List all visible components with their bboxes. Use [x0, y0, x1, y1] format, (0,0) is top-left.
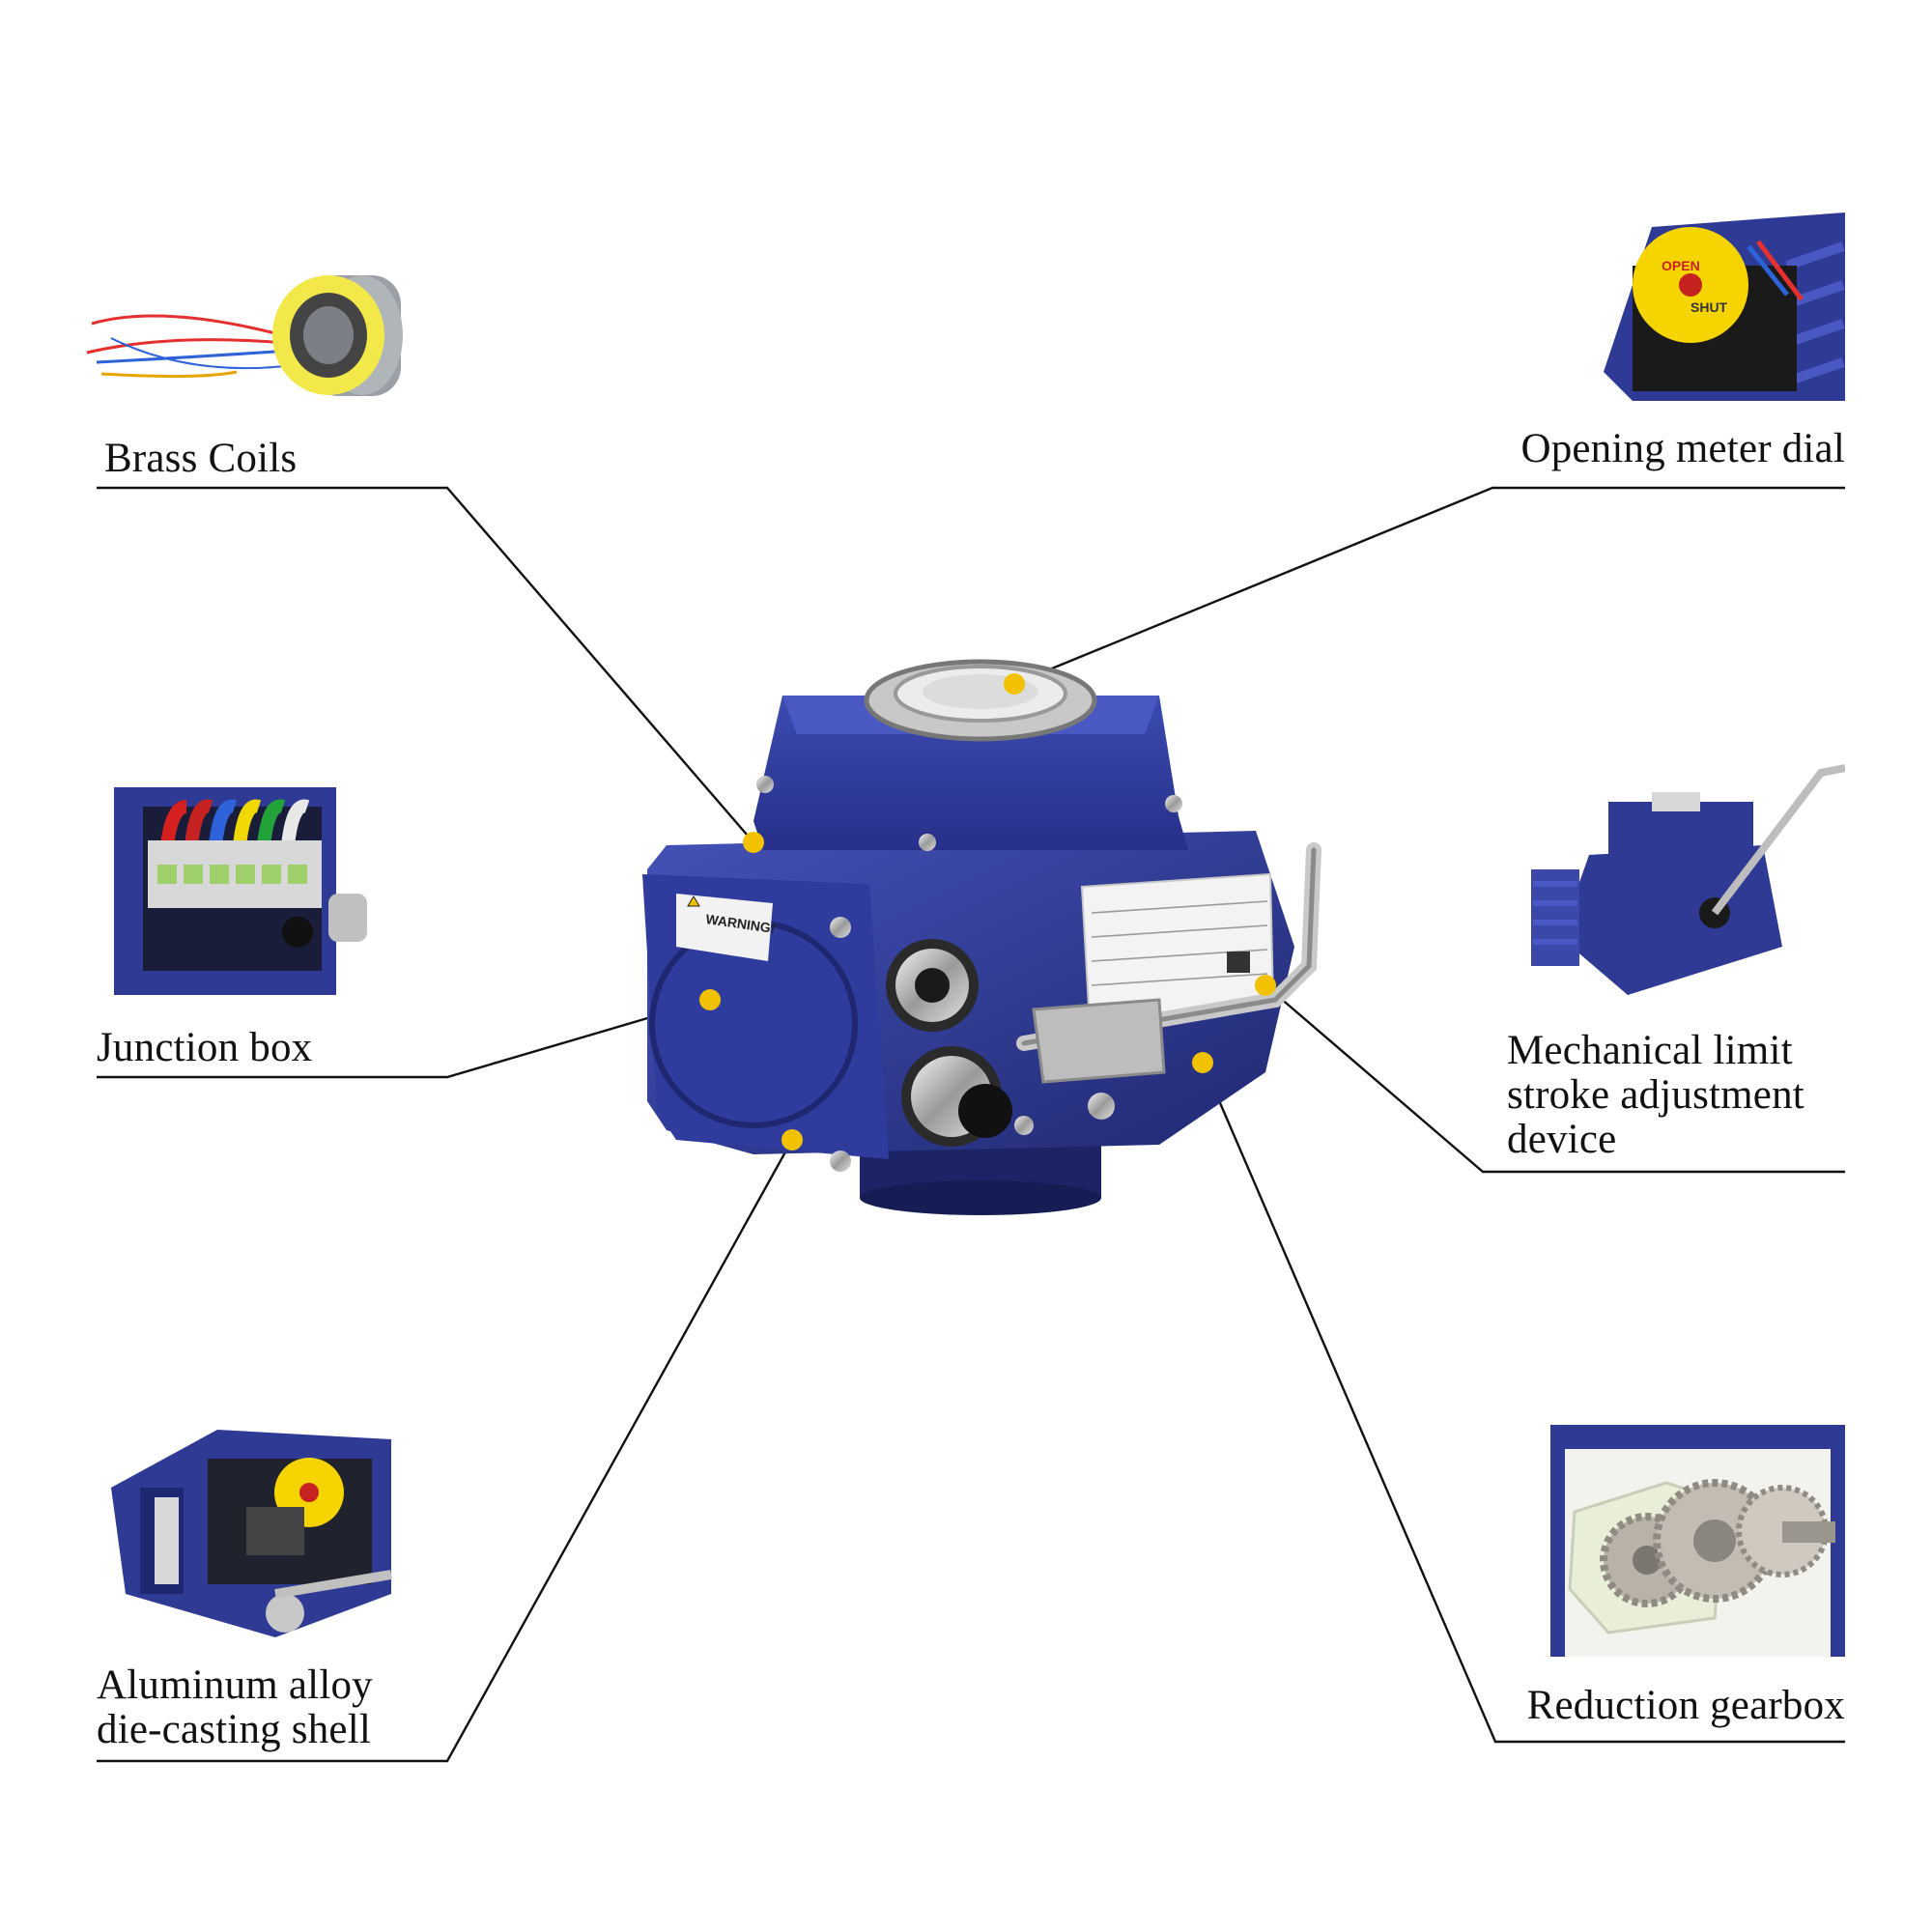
aluminum-shell-label: Aluminum alloy die-casting shell	[97, 1662, 373, 1752]
hand-crank-actuator-thumbnail	[1531, 764, 1845, 995]
leader-line-junction-box	[97, 998, 711, 1079]
callout-dot-mechanical-limit	[1255, 975, 1276, 996]
junction-box-label: Junction box	[97, 1025, 313, 1070]
open-housing-thumbnail	[111, 1430, 392, 1637]
mechanical-limit-label: Mechanical limit stroke adjustment devic…	[1507, 1028, 1804, 1162]
leader-line-mechanical-limit	[1264, 984, 1845, 1174]
callout-dot-opening-meter-dial	[1004, 673, 1025, 695]
opening-meter-dial-label: Opening meter dial	[1520, 426, 1845, 471]
terminal-block-thumbnail	[114, 787, 367, 995]
indicator-dial-thumbnail: OPEN SHUT	[1604, 213, 1845, 401]
gear-train-thumbnail	[1550, 1425, 1845, 1657]
electric-actuator-photo: WARNING!	[642, 659, 1321, 1215]
callout-dot-junction-box	[699, 989, 721, 1010]
svg-text:SHUT: SHUT	[1690, 299, 1728, 315]
leader-line-opening-meter-dial	[1013, 486, 1845, 686]
brass-coils-label: Brass Coils	[104, 436, 298, 481]
leader-line-brass-coils	[97, 486, 754, 843]
callout-dot-brass-coils	[743, 832, 764, 853]
callout-dot-aluminum-shell	[781, 1129, 803, 1151]
stator-coil-thumbnail	[86, 275, 403, 396]
reduction-gearbox-label: Reduction gearbox	[1526, 1683, 1845, 1728]
leader-line-reduction-gearbox	[1201, 1062, 1845, 1744]
callout-dot-reduction-gearbox	[1192, 1052, 1213, 1073]
svg-text:OPEN: OPEN	[1662, 258, 1700, 273]
leader-line-aluminum-shell	[97, 1139, 794, 1763]
